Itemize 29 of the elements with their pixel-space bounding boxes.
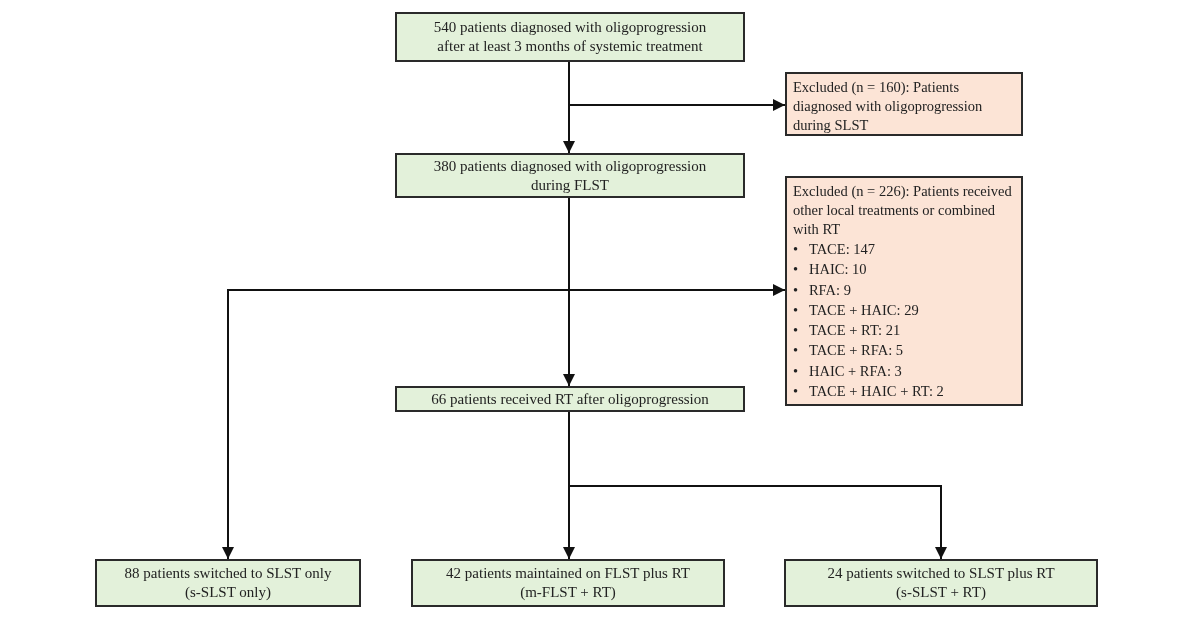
list-item: • TACE + HAIC + RT: 2 <box>793 382 945 402</box>
group-abbreviation: (s-SLST only) <box>184 583 272 602</box>
box-text: 88 patients switched to SLST only <box>123 564 333 583</box>
exclusion-box <box>785 72 1023 136</box>
box-text: 380 patients diagnosed with oligoprogression during FLST <box>432 156 708 195</box>
process-box <box>411 559 725 607</box>
arrow <box>563 197 575 387</box>
process-box <box>784 559 1098 607</box>
arrow <box>568 61 786 111</box>
list-item: • HAIC + RFA: 3 <box>793 361 903 381</box>
list-item: • TACE: 147 <box>793 240 877 259</box>
exclusion-box <box>785 176 1023 406</box>
box-text: 66 patients received RT after oligoprogression <box>430 389 710 409</box>
process-box <box>395 386 745 412</box>
group-abbreviation: (s-SLST + RT) <box>895 583 987 602</box>
box-text: 24 patients switched to SLST plus RT <box>826 564 1056 583</box>
list-item: • RFA: 9 <box>793 280 852 300</box>
process-box <box>395 153 745 198</box>
exclusion-text: Excluded (n = 160): Patients diagnosed with oligoprogression during SLST <box>793 78 984 135</box>
exclusion-text: Excluded (n = 226): Patients received other local treatments or combined with RT <box>793 182 1013 239</box>
list-item: • HAIC: 10 <box>793 260 868 280</box>
box-text: 42 patients maintained on FLST plus RT <box>445 564 691 583</box>
list-item: • TACE + HAIC: 29 <box>793 300 920 320</box>
group-abbreviation: (m-FLST + RT) <box>519 583 617 602</box>
list-item: • TACE + RT: 21 <box>793 321 902 341</box>
box-text: 540 patients diagnosed with oligoprogression after at least 3 months of systemic treatment <box>432 18 708 56</box>
list-item: • TACE + RFA: 5 <box>793 341 905 361</box>
process-box <box>95 559 361 607</box>
process-box <box>395 12 745 62</box>
